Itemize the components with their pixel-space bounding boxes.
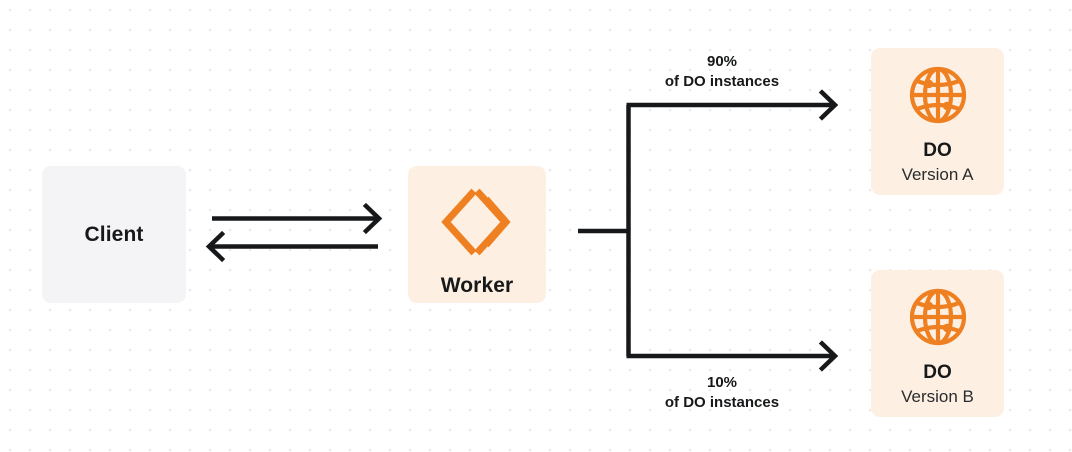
edge-label-do-b-line1: 10%	[706, 374, 738, 391]
globe-icon	[907, 64, 969, 126]
node-do-a-subtitle: Version A	[901, 165, 974, 184]
node-do-b-title: DO	[923, 362, 952, 383]
node-do-version-b[interactable]: DO Version B	[871, 270, 1004, 417]
edge-label-do-a: 90% of DO instances	[608, 52, 836, 92]
node-client[interactable]: Client	[42, 166, 186, 303]
edge-label-do-a-line1: 90%	[706, 53, 738, 70]
cloudflare-workers-icon	[438, 186, 516, 258]
node-do-version-a[interactable]: DO Version A	[871, 48, 1004, 195]
edge-worker-branch-trunk	[578, 105, 631, 356]
edge-worker-to-do-b	[626, 340, 839, 372]
edge-worker-to-do-a	[626, 89, 839, 121]
edge-label-do-a-line2: of DO instances	[664, 73, 780, 90]
edge-client-to-worker	[212, 202, 383, 235]
node-client-label: Client	[84, 222, 144, 246]
node-worker[interactable]: Worker	[408, 166, 546, 303]
edge-worker-to-client	[205, 230, 378, 263]
node-do-a-title: DO	[923, 140, 952, 161]
node-do-b-subtitle: Version B	[901, 387, 974, 406]
edge-label-do-b: 10% of DO instances	[608, 373, 836, 413]
edge-label-do-b-line2: of DO instances	[664, 394, 780, 411]
globe-icon	[907, 286, 969, 348]
node-worker-label: Worker	[440, 274, 514, 297]
